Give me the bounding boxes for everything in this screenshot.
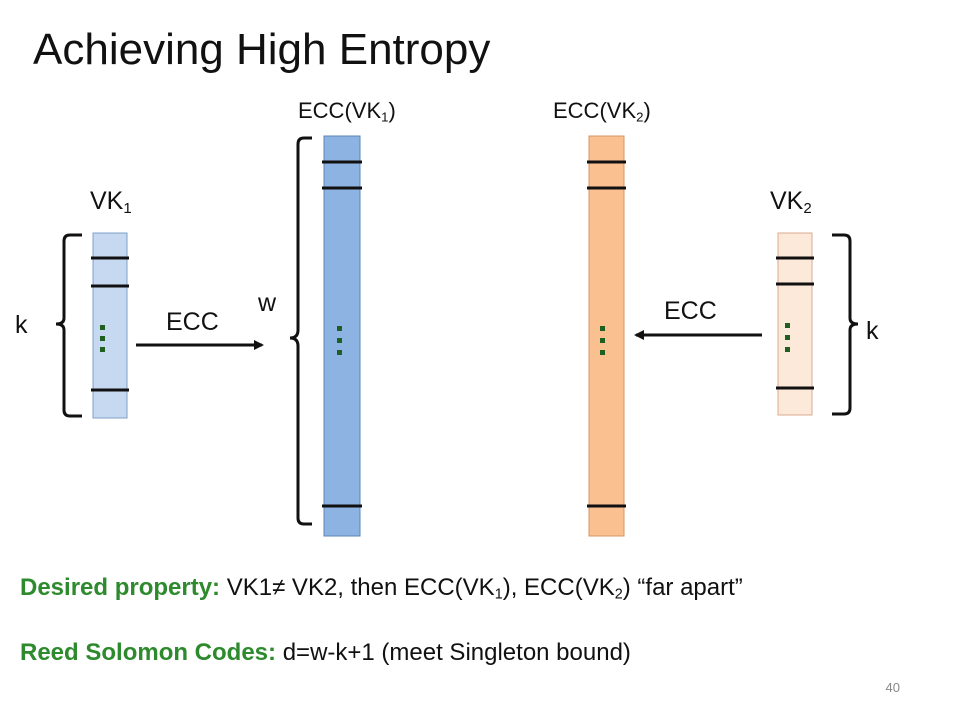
vk2-label-sub: 2 [803, 199, 812, 217]
reed-solomon-label: Reed Solomon Codes: [20, 639, 277, 666]
ecc-vk2-bar [587, 135, 626, 537]
ecc-vk2-label: ECC(VK2) [553, 98, 651, 124]
vk1-label-sub: 1 [123, 199, 132, 217]
k-right-label: k [866, 317, 879, 345]
ecc-vk2-label-sub: 2 [636, 109, 644, 125]
ecc-vk2-ellipsis-icon [600, 326, 605, 355]
reed-solomon-text: Reed Solomon Codes: d=w-k+1 (meet Single… [20, 638, 631, 667]
vk2-bar [776, 232, 814, 416]
w-label: w [258, 289, 277, 317]
ecc-right-label: ECC [664, 297, 717, 325]
ecc-vk1-ellipsis-icon [337, 326, 342, 355]
desired-property-label: Desired property: [20, 574, 221, 601]
ecc-vk1-label: ECC(VK1) [298, 98, 396, 124]
k-left-label: k [15, 311, 28, 339]
page-number: 40 [885, 680, 900, 695]
ecc-vk2-label-text: ECC(VK [553, 98, 637, 123]
k-left-brace-icon [55, 233, 82, 418]
desired-property-sub-1: 1 [494, 586, 503, 603]
vk1-bar [91, 232, 129, 419]
ecc-vk1-bar [322, 135, 362, 537]
desired-property-part-3: ) “far apart” [622, 574, 743, 601]
ecc-vk1-label-text: ECC(VK [298, 98, 382, 123]
vk2-ellipsis-icon [785, 323, 790, 352]
vk1-ellipsis-icon [100, 325, 105, 352]
ecc-vk1-label-sub: 1 [381, 109, 389, 125]
desired-property-sub-2: 2 [614, 586, 623, 603]
k-right-brace-icon [832, 233, 859, 416]
desired-property-part-2: ), ECC(VK [502, 574, 615, 601]
ecc-vk2-label-close: ) [643, 98, 651, 123]
vk2-label-text: VK [770, 187, 804, 215]
w-brace-icon [289, 136, 312, 526]
ecc-vk1-label-close: ) [388, 98, 396, 123]
desired-property-text: Desired property: VK1≠ VK2, then ECC(VK1… [20, 573, 910, 602]
page-title: Achieving High Entropy [33, 25, 491, 74]
desired-property-part-1: VK1≠ VK2, then ECC(VK [220, 574, 495, 601]
vk1-label-text: VK [90, 187, 124, 215]
vk1-label: VK1 [90, 186, 132, 216]
vk2-label: VK2 [770, 186, 812, 216]
ecc-left-label: ECC [166, 308, 219, 336]
reed-solomon-formula: d=w-k+1 (meet Singleton bound) [276, 639, 631, 666]
